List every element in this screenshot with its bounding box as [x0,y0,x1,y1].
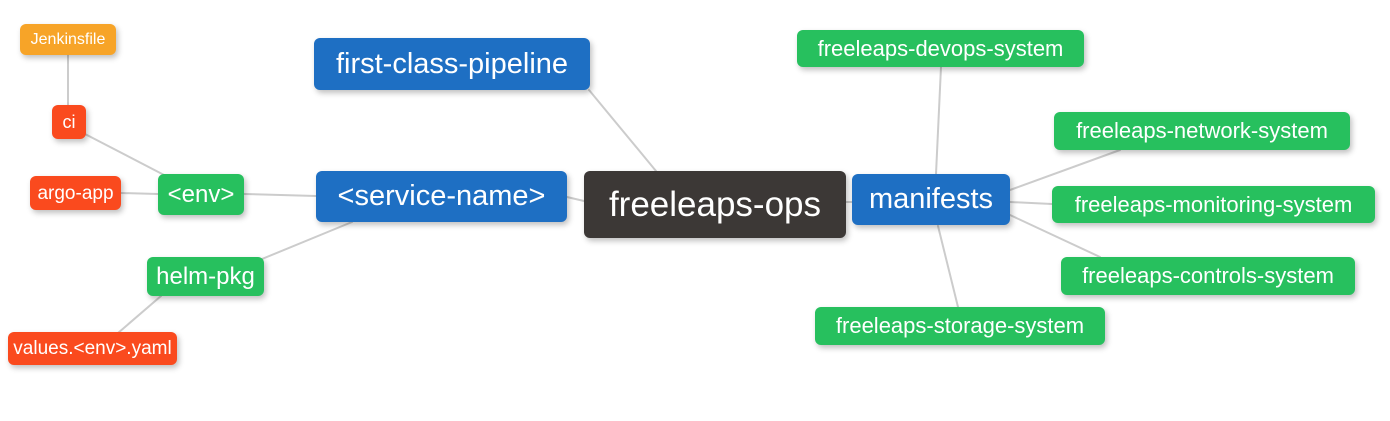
node-label: <env> [167,180,235,208]
node-monitoring-system[interactable]: freeleaps-monitoring-system [1052,186,1375,223]
edge-manifests-to-controls-system [1009,214,1101,258]
edge-env-to-service-name [243,193,317,197]
node-label: freeleaps-devops-system [817,35,1064,61]
node-label: freeleaps-storage-system [835,313,1085,338]
node-values-env-yaml[interactable]: values.<env>.yaml [8,332,177,365]
node-label: first-class-pipeline [335,47,569,80]
node-network-system[interactable]: freeleaps-network-system [1054,112,1350,150]
node-jenkinsfile[interactable]: Jenkinsfile [20,24,116,55]
node-label: ci [62,112,76,132]
edge-manifests-to-monitoring-system [1009,201,1053,205]
node-label: Jenkinsfile [30,30,106,48]
node-argo-app[interactable]: argo-app [30,176,121,210]
node-controls-system[interactable]: freeleaps-controls-system [1061,257,1355,295]
node-service-name[interactable]: <service-name> [316,171,567,222]
node-label: <service-name> [337,180,546,212]
node-helm-pkg[interactable]: helm-pkg [147,257,264,296]
edge-helm-pkg-to-values-env-yaml [117,295,162,334]
node-freeleaps-ops[interactable]: freeleaps-ops [584,171,846,238]
node-storage-system[interactable]: freeleaps-storage-system [815,307,1105,345]
edge-ci-to-env [84,133,167,177]
node-ci[interactable]: ci [52,105,86,139]
node-label: freeleaps-monitoring-system [1074,191,1353,217]
node-label: freeleaps-controls-system [1082,263,1334,288]
node-manifests[interactable]: manifests [852,174,1010,225]
node-label: argo-app [37,182,114,204]
node-env[interactable]: <env> [158,174,244,215]
edge-manifests-to-devops-system [935,66,942,175]
node-label: manifests [868,183,994,215]
node-label: freeleaps-network-system [1076,118,1328,143]
node-first-class-pipeline[interactable]: first-class-pipeline [314,38,590,90]
edge-first-class-pipeline-to-freeleaps-ops [588,89,657,172]
node-label: helm-pkg [156,262,255,290]
edge-manifests-to-network-system [1009,149,1121,191]
node-devops-system[interactable]: freeleaps-devops-system [797,30,1084,67]
edge-manifests-to-storage-system [937,225,959,308]
edge-argo-app-to-env [120,192,159,195]
node-label: freeleaps-ops [608,185,822,224]
edge-service-name-to-freeleaps-ops [566,196,585,202]
edge-helm-pkg-to-service-name [261,221,353,260]
node-label: values.<env>.yaml [13,338,172,359]
